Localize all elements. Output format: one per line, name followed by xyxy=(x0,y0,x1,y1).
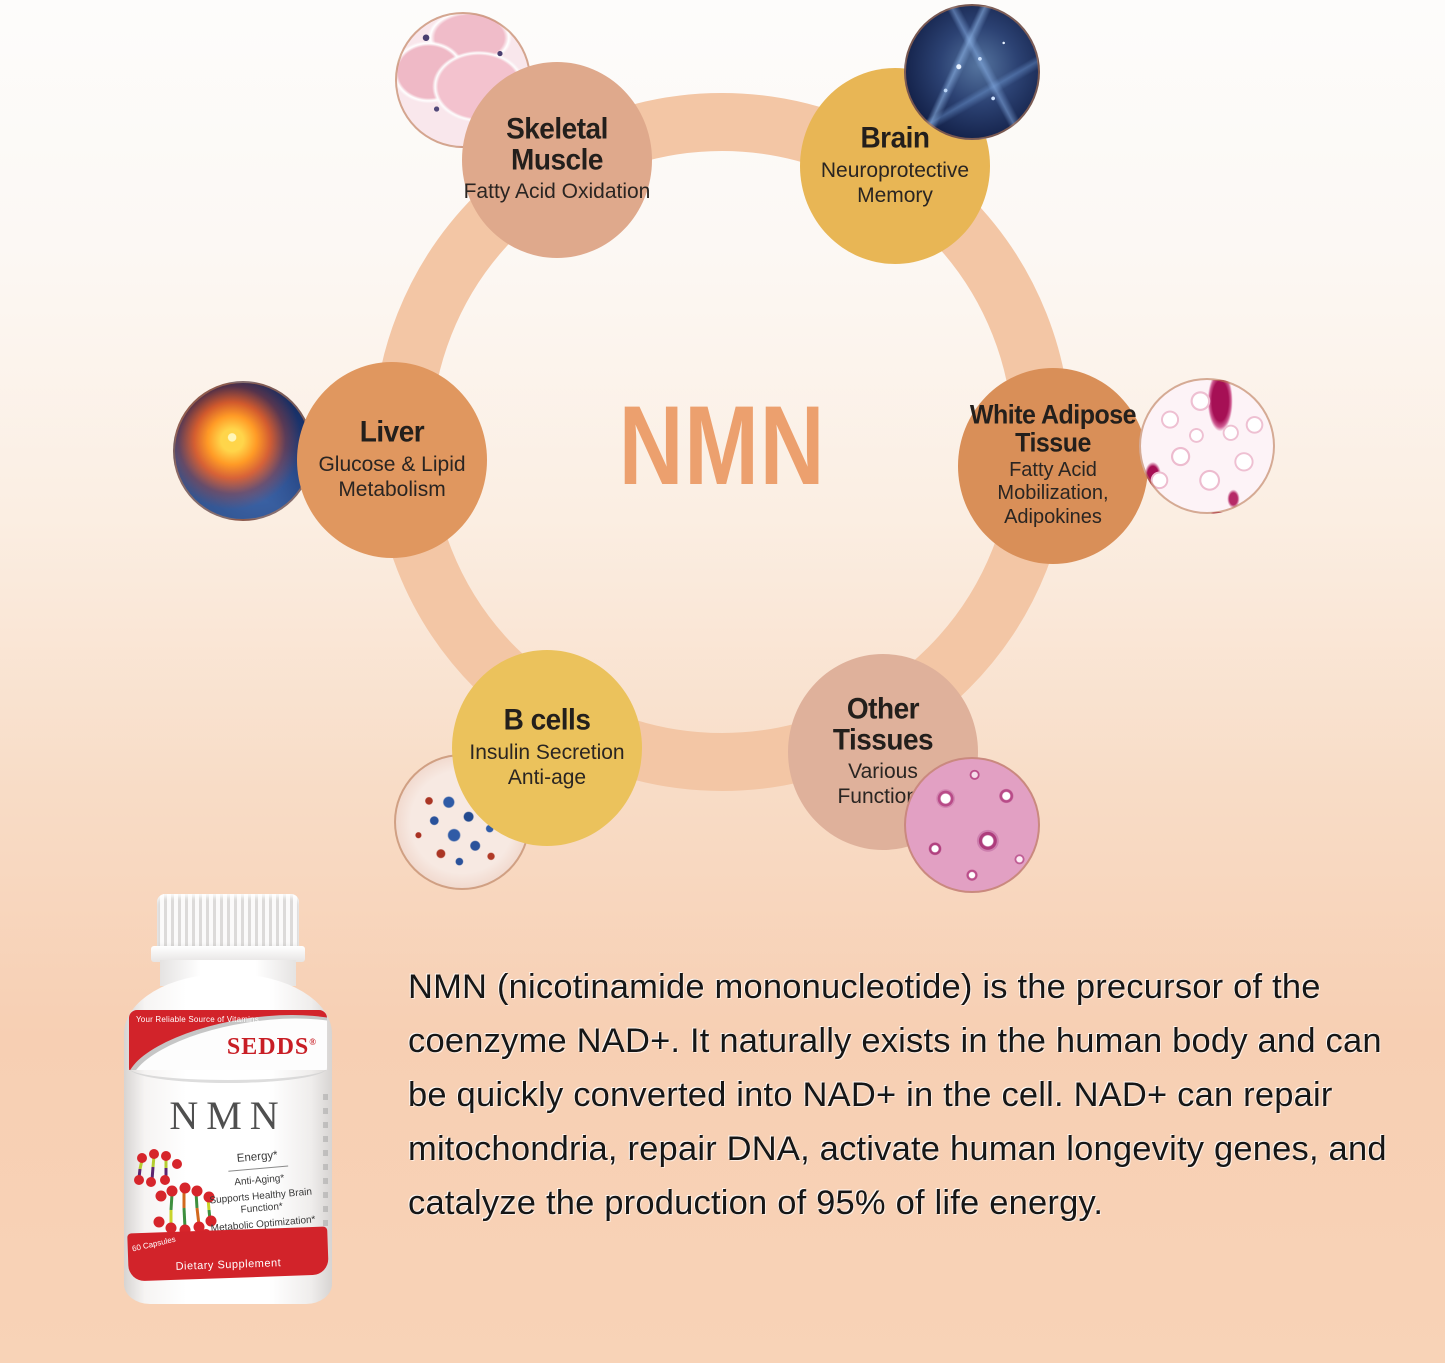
brand-tagline: Your Reliable Source of Vitamins xyxy=(136,1015,259,1024)
node-subtitle: Neuroprotective Memory xyxy=(820,159,970,208)
bottle-body: Your Reliable Source of Vitamins SEDDS® … xyxy=(124,974,332,1304)
brain-neurons-photo xyxy=(904,4,1040,140)
node-title: Brain xyxy=(860,121,930,155)
node-b-cells: B cells Insulin Secretion Anti-age xyxy=(452,650,642,846)
node-title: B cells xyxy=(503,703,591,737)
brand-logo: SEDDS® xyxy=(227,1034,317,1061)
feature-item: Energy* xyxy=(226,1147,289,1173)
node-subtitle: Various Functions xyxy=(837,759,929,808)
liver-anatomy-photo xyxy=(173,381,313,521)
node-subtitle: Glucose & Lipid Metabolism xyxy=(318,453,466,502)
capsule-count: 60 Capsules xyxy=(131,1234,177,1254)
node-title: Other Tissues xyxy=(832,691,934,756)
adipose-histology-photo xyxy=(1139,378,1275,514)
node-white-adipose-tissue: White Adipose Tissue Fatty Acid Mobiliza… xyxy=(958,368,1148,564)
node-subtitle: Insulin Secretion Anti-age xyxy=(469,741,625,790)
node-title: Skeletal Muscle xyxy=(506,112,608,176)
label-silver-curve xyxy=(129,1062,327,1083)
brand-name: SEDDS xyxy=(226,1034,310,1060)
registered-mark: ® xyxy=(309,1037,317,1047)
node-title: White Adipose Tissue xyxy=(969,399,1137,458)
node-subtitle: Fatty Acid Mobilization, Adipokines xyxy=(997,458,1109,528)
node-title: Liver xyxy=(359,415,425,449)
center-nmn-label: NMN xyxy=(618,382,826,508)
node-skeletal-muscle: Skeletal Muscle Fatty Acid Oxidation xyxy=(462,62,652,258)
label-side-panel-marks xyxy=(323,1094,328,1234)
node-other-tissues: Other Tissues Various Functions xyxy=(788,654,978,850)
bottle-cap-collar xyxy=(151,946,305,962)
label-footer-band: 60 Capsules Dietary Supplement xyxy=(127,1226,329,1282)
node-brain: Brain Neuroprotective Memory xyxy=(800,68,990,264)
bottle-cap xyxy=(157,894,299,950)
product-name: NMN xyxy=(169,1093,287,1138)
label-header-band: Your Reliable Source of Vitamins SEDDS® xyxy=(129,1010,327,1070)
supplement-label: Dietary Supplement xyxy=(175,1257,282,1273)
node-liver: Liver Glucose & Lipid Metabolism xyxy=(297,362,487,558)
gland-histology-photo xyxy=(904,757,1040,893)
description-text: NMN (nicotinamide mononucleotide) is the… xyxy=(408,968,1387,1222)
node-subtitle: Fatty Acid Oxidation xyxy=(463,180,651,204)
product-bottle: Your Reliable Source of Vitamins SEDDS® … xyxy=(124,894,332,1306)
